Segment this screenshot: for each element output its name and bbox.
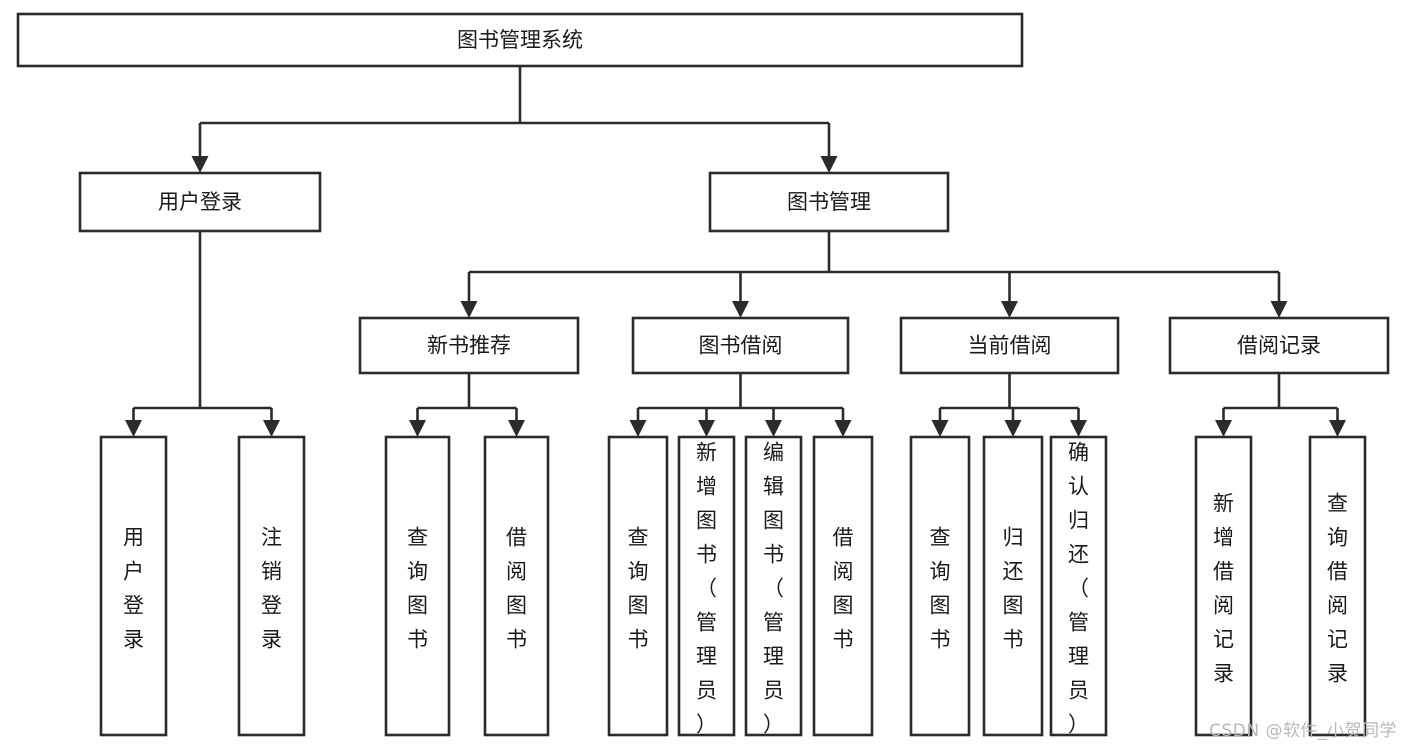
node-leaf-1-注销登录[interactable]: 注销登录 [237,435,306,737]
node-leaf-8-查询图书-box[interactable] [909,435,971,737]
node-leaf-0-用户登录-label: 用户登录 [123,526,144,652]
node-leaf-9-归还图书[interactable]: 归还图书 [982,435,1044,737]
node-leaf-12-查询借阅记录-label: 查询借阅记录 [1327,492,1348,686]
arrow-head-icon [1004,420,1022,437]
node-l3-借阅记录-box[interactable] [1168,316,1390,375]
node-leaf-8-查询图书[interactable]: 查询图书 [909,435,971,737]
arrow-head-icon [765,420,782,437]
arrow-head-icon [820,156,838,173]
node-leaf-8-查询图书-label: 查询图书 [930,526,951,652]
arrow-head-icon [508,420,525,437]
node-boxes: 图书管理系统用户登录图书管理新书推荐图书借阅当前借阅借阅记录用户登录注销登录查询… [16,12,1390,737]
node-leaf-0-用户登录-box[interactable] [99,435,168,737]
node-leaf-6-编辑图书管理员-label: 编辑图书（管理员） [763,441,784,737]
arrow-head-icon [263,420,280,437]
node-leaf-6-编辑图书管理员[interactable]: 编辑图书（管理员） [744,435,803,737]
node-leaf-3-借阅图书-label: 借阅图书 [506,526,527,652]
node-leaf-7-借阅图书-box[interactable] [812,435,874,737]
node-leaf-6-编辑图书管理员-box[interactable] [744,435,803,737]
node-leaf-10-确认归还管理员[interactable]: 确认归还（管理员） [1049,435,1108,737]
node-l2-用户登录[interactable]: 用户登录 [78,171,322,233]
node-l3-当前借阅[interactable]: 当前借阅 [899,316,1120,375]
node-leaf-7-借阅图书[interactable]: 借阅图书 [812,435,874,737]
arrow-head-icon [1215,420,1232,437]
node-leaf-2-查询图书-box[interactable] [384,435,451,737]
node-leaf-4-查询图书-label: 查询图书 [628,526,649,652]
node-l2-用户登录-box[interactable] [78,171,322,233]
node-leaf-5-新增图书管理员-label: 新增图书（管理员） [696,441,717,737]
node-leaf-11-新增借阅记录[interactable]: 新增借阅记录 [1194,435,1253,737]
node-l2-图书管理-label: 图书管理 [787,190,871,214]
arrow-head-icon [1001,301,1018,318]
node-leaf-9-归还图书-label: 归还图书 [1003,526,1024,652]
connector-lines [125,66,1346,437]
node-leaf-10-确认归还管理员-box[interactable] [1049,435,1108,737]
arrow-head-icon [409,420,426,437]
arrow-head-icon [1070,420,1087,437]
node-leaf-4-查询图书[interactable]: 查询图书 [607,435,669,737]
node-root-图书管理系统[interactable]: 图书管理系统 [16,12,1024,68]
arrow-head-icon [460,301,478,318]
node-leaf-1-注销登录-box[interactable] [237,435,306,737]
node-leaf-0-用户登录[interactable]: 用户登录 [99,435,168,737]
arrow-head-icon [834,420,852,437]
node-leaf-7-借阅图书-label: 借阅图书 [833,526,854,652]
node-l3-当前借阅-box[interactable] [899,316,1120,375]
arrow-head-icon [1270,301,1288,318]
node-l3-图书借阅-label: 图书借阅 [699,334,783,358]
node-l2-用户登录-label: 用户登录 [158,190,242,214]
node-l3-图书借阅-box[interactable] [631,316,850,375]
node-root-图书管理系统-box[interactable] [16,12,1024,68]
node-leaf-4-查询图书-box[interactable] [607,435,669,737]
arrow-head-icon [698,420,715,437]
node-leaf-10-确认归还管理员-label: 确认归还（管理员） [1068,441,1089,737]
node-leaf-3-借阅图书-box[interactable] [483,435,550,737]
node-l2-图书管理-box[interactable] [708,171,950,233]
node-l3-新书推荐-label: 新书推荐 [427,334,511,358]
arrow-head-icon [629,420,647,437]
node-leaf-1-注销登录-label: 注销登录 [261,526,282,652]
node-leaf-2-查询图书-label: 查询图书 [407,526,428,652]
node-leaf-5-新增图书管理员[interactable]: 新增图书（管理员） [677,435,736,737]
node-leaf-5-新增图书管理员-box[interactable] [677,435,736,737]
node-l3-图书借阅[interactable]: 图书借阅 [631,316,850,375]
node-root-图书管理系统-label: 图书管理系统 [457,28,583,52]
node-leaf-9-归还图书-box[interactable] [982,435,1044,737]
node-leaf-11-新增借阅记录-box[interactable] [1194,435,1253,737]
node-leaf-3-借阅图书[interactable]: 借阅图书 [483,435,550,737]
node-l3-借阅记录-label: 借阅记录 [1237,334,1321,358]
node-l3-当前借阅-label: 当前借阅 [968,334,1052,358]
arrow-head-icon [125,420,142,437]
arrow-head-icon [732,301,749,318]
node-l2-图书管理[interactable]: 图书管理 [708,171,950,233]
node-l3-借阅记录[interactable]: 借阅记录 [1168,316,1390,375]
arrow-head-icon [1329,420,1346,437]
arrow-head-icon [931,420,949,437]
node-leaf-11-新增借阅记录-label: 新增借阅记录 [1213,492,1234,686]
arrow-head-icon [191,156,209,173]
node-l3-新书推荐-box[interactable] [358,316,580,375]
node-leaf-12-查询借阅记录-box[interactable] [1308,435,1367,737]
node-leaf-2-查询图书[interactable]: 查询图书 [384,435,451,737]
node-l3-新书推荐[interactable]: 新书推荐 [358,316,580,375]
node-leaf-12-查询借阅记录[interactable]: 查询借阅记录 [1308,435,1367,737]
